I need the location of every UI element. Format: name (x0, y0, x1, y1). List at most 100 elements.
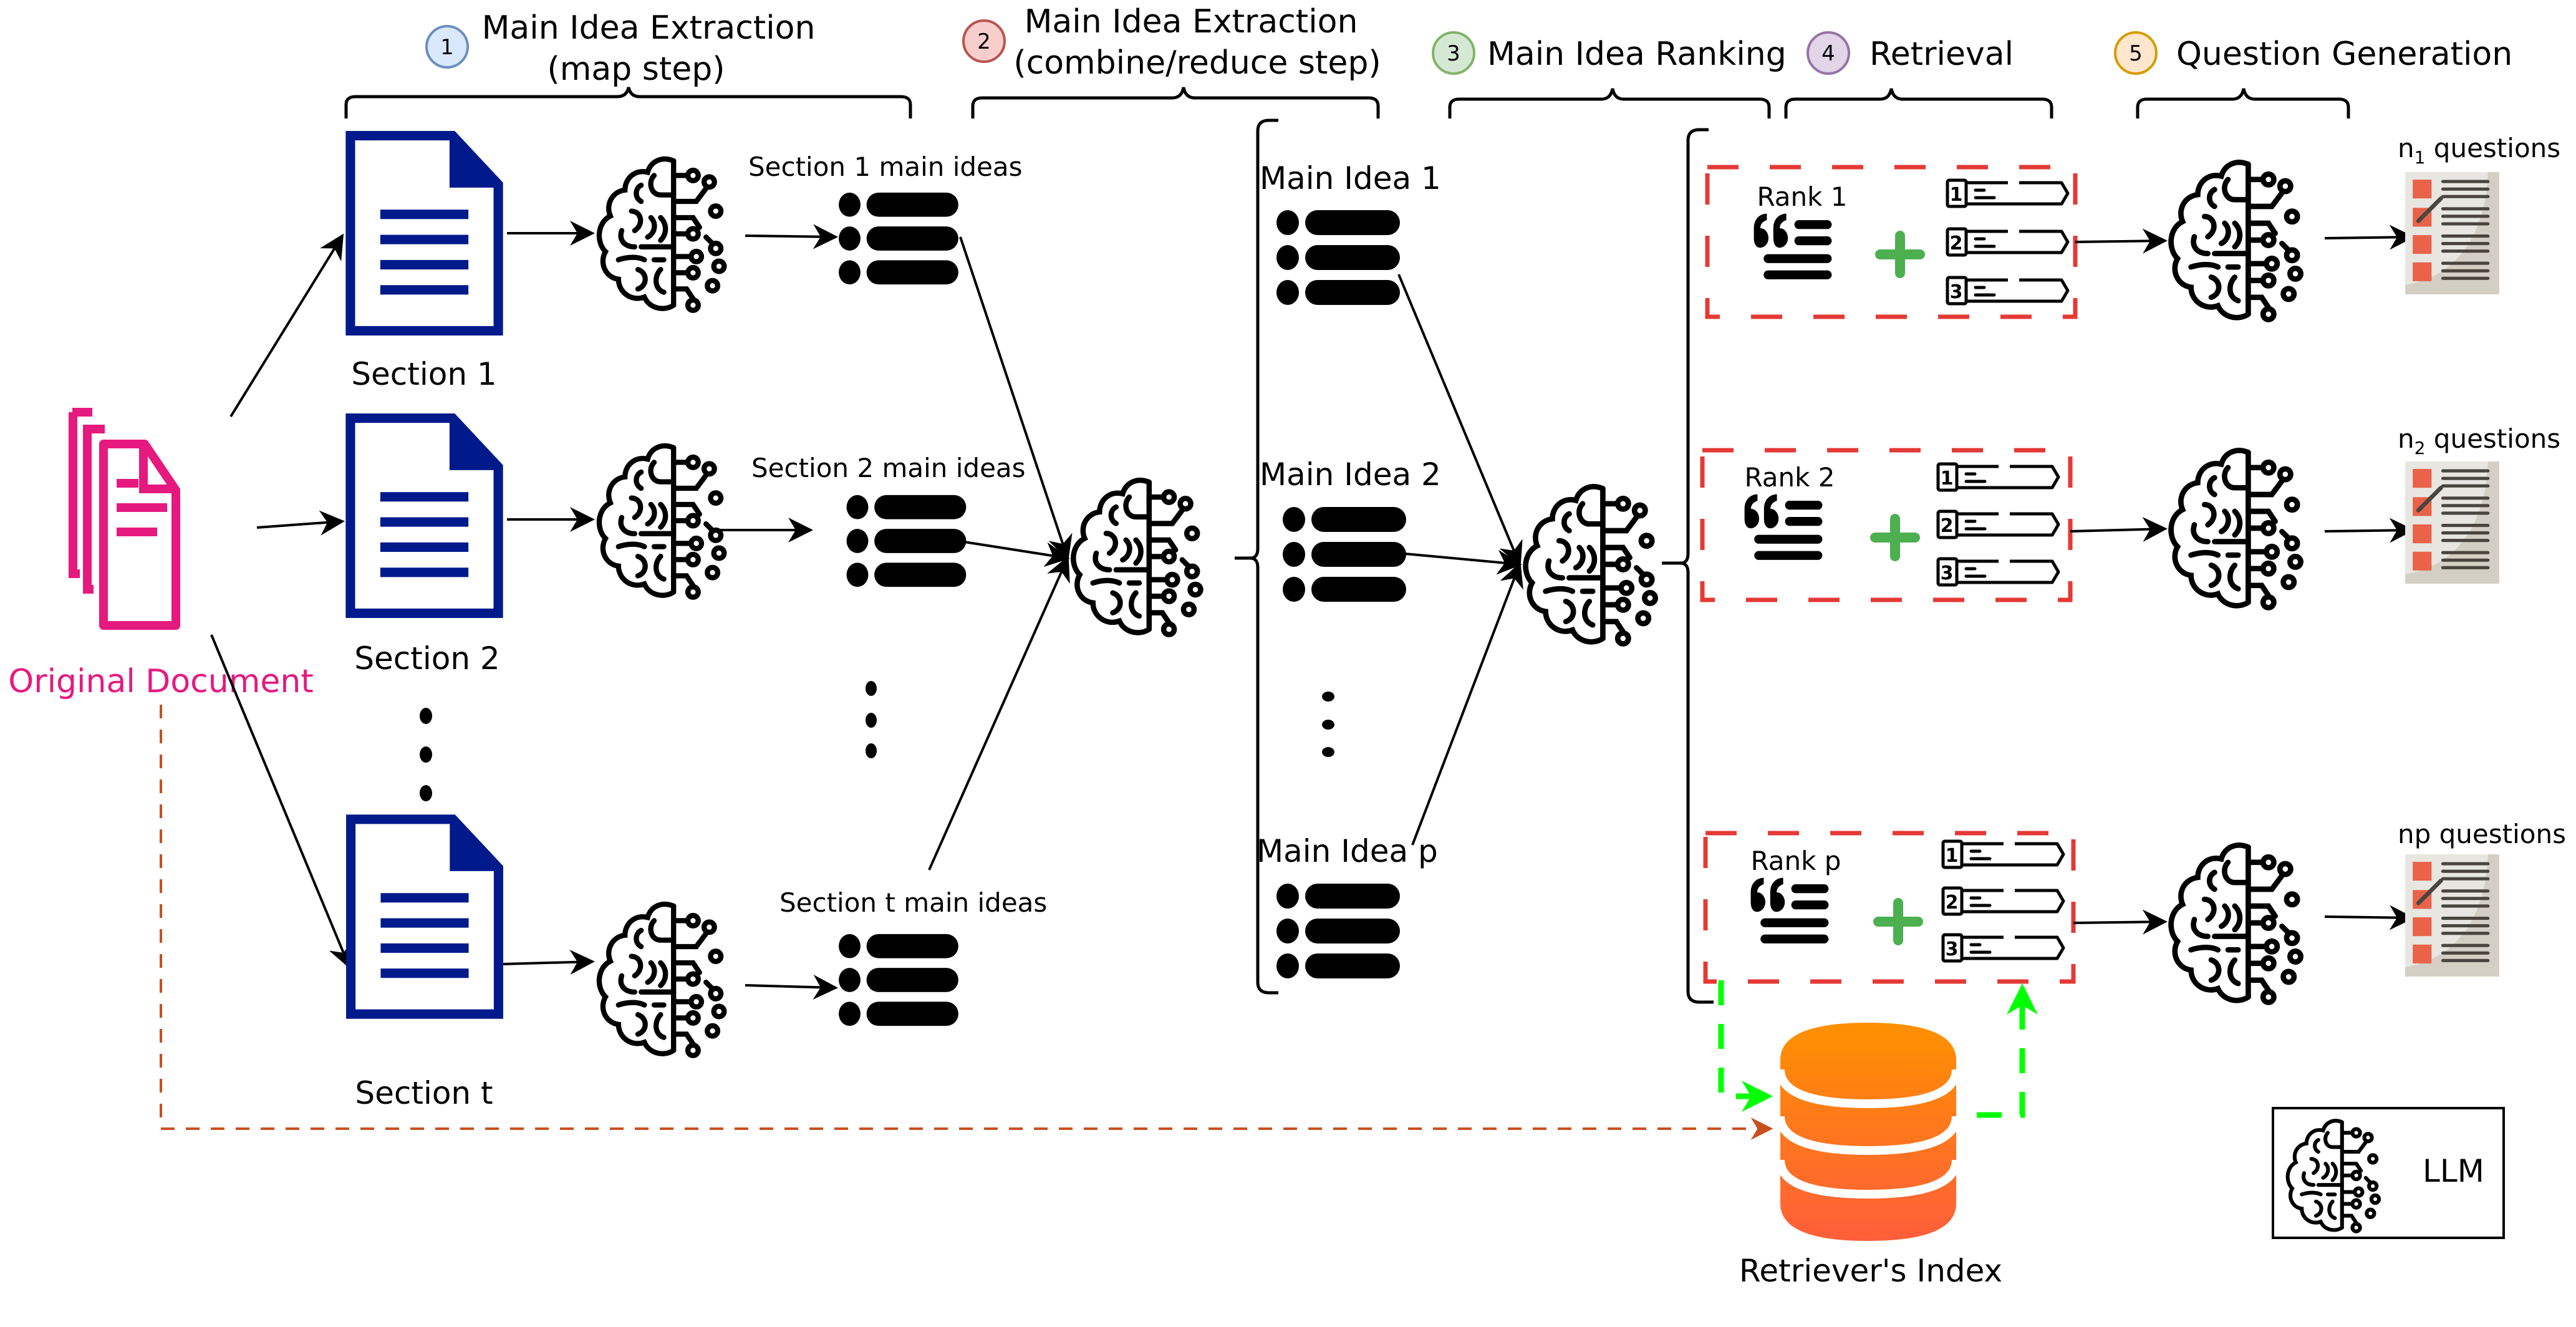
main-idea-label: Main Idea 2 (1260, 456, 1441, 493)
step-badge-5 (2114, 31, 2158, 75)
questions-label: n2 questions (2398, 423, 2560, 458)
retriever-index: Retriever's Index (1739, 1023, 2002, 1289)
main-ideas-ellipsis (1322, 692, 1334, 757)
retrieved-item-1 (1947, 180, 2068, 206)
rank-label: Rank p (1751, 846, 1841, 876)
section-2: Section 2 (350, 418, 500, 677)
edge-rank-2-to-llm (2070, 516, 2168, 542)
questions-subscript: 1 (2414, 147, 2426, 168)
quote-icon (1750, 877, 1829, 943)
step-brace (2136, 88, 2350, 118)
retrieved-item-2 (1938, 511, 2058, 538)
bullet-list-icon (1276, 210, 1400, 305)
edge-doc-to-section-t (210, 634, 352, 969)
section-t-main-ideas: Section t main ideas (779, 887, 1047, 1026)
step-badge-4 (1807, 31, 1850, 75)
llm-brain-icon (599, 904, 724, 1056)
documents-stack-icon (69, 408, 180, 630)
legend-box (2272, 1107, 2505, 1239)
ranks-brace (1662, 128, 1714, 1004)
legend-label: LLM (2423, 1153, 2484, 1189)
edge-llm-to-questions-p (2324, 905, 2414, 930)
section-1-main-ideas: Section 1 main ideas (748, 152, 1023, 285)
edge-document-to-index (160, 705, 1773, 1140)
section-2-main-ideas: Section 2 main ideas (751, 453, 1026, 587)
main-idea-2: Main Idea 2 (1260, 456, 1441, 602)
step-title: Retrieval (1869, 36, 2014, 73)
rank-box-border (1703, 831, 2076, 984)
edge-llm-to-questions-1 (2324, 224, 2414, 250)
questions-text: questions (2431, 819, 2566, 849)
bullet-list-icon (839, 192, 958, 285)
item-number: 1 (1946, 845, 1959, 867)
edge-main-idea-p-to-ranking (1411, 562, 1523, 846)
bullet-list-icon (1283, 507, 1406, 602)
section-label: Section 2 (354, 640, 499, 677)
section-document-icon (350, 136, 498, 331)
edge-index-to-retrieved (1977, 983, 2038, 1118)
step-header-1: 1 Main Idea Extraction (map step) (344, 9, 912, 118)
questions-label: n1 questions (2398, 133, 2560, 168)
item-number: 2 (1946, 892, 1959, 914)
step-title: Question Generation (2176, 36, 2512, 73)
edge-section-t-to-llm (503, 950, 595, 975)
step-title: Main Idea Extraction (1025, 3, 1358, 41)
step-title: Main Idea Extraction (482, 9, 816, 47)
section-ideas-label: Section 1 main ideas (748, 152, 1023, 182)
questions-p: np questions (2398, 819, 2566, 977)
item-number: 2 (1950, 233, 1963, 254)
retriever-index-label: Retriever's Index (1739, 1253, 2002, 1289)
step-title: Main Idea Ranking (1487, 36, 1787, 73)
step-header-4: 4 Retrieval (1784, 31, 2053, 118)
questions-2: n2 questions (2398, 423, 2560, 584)
step-brace (344, 87, 912, 118)
step-brace (1784, 88, 2053, 118)
llm-brain-icon (599, 446, 724, 597)
step-number: 4 (1821, 41, 1835, 66)
step-badge-3 (1432, 31, 1475, 75)
llm-brain-icon (599, 159, 724, 311)
rank-label: Rank 1 (1757, 181, 1847, 212)
item-number: 3 (1941, 562, 1954, 584)
retrieved-item-3 (1938, 559, 2058, 585)
bullet-list-icon (1276, 884, 1400, 978)
rank-label: Rank 2 (1744, 462, 1835, 493)
plus-icon (1875, 231, 1925, 278)
section-1: Section 1 (350, 136, 498, 392)
ideas-ellipsis (866, 681, 877, 758)
step-brace (971, 87, 1380, 118)
plus-icon (1870, 514, 1920, 561)
section-ideas-label: Section 2 main ideas (751, 453, 1026, 483)
section-document-icon (351, 819, 499, 1014)
step-subtitle: (combine/reduce step) (1013, 44, 1381, 82)
step-header-3: 3 Main Idea Ranking (1432, 31, 1787, 118)
edge-main-idea-2-to-ranking (1404, 549, 1522, 575)
section-label: Section 1 (351, 356, 496, 392)
section-ideas-label: Section t main ideas (779, 887, 1047, 918)
step-badge-2 (962, 19, 1006, 63)
rank-box-border (1700, 448, 2073, 602)
step-number: 1 (440, 35, 454, 60)
item-number: 1 (1941, 468, 1954, 490)
edge-doc-to-section-2 (256, 510, 345, 536)
retrieved-item-1 (1943, 841, 2063, 867)
rank-box-1: Rank 1 1 2 3 (1705, 165, 2078, 319)
qg-llm-brain-icon (2171, 162, 2301, 319)
plus-icon (1873, 898, 1923, 945)
retrieved-item-1 (1938, 464, 2058, 490)
original-document-label: Original Document (8, 663, 313, 700)
retrieved-item-2 (1943, 888, 2063, 914)
questions-text: questions (2425, 133, 2560, 163)
legend-llm: LLM (2272, 1107, 2505, 1239)
edge-query-to-index (1718, 980, 1773, 1112)
step-subtitle: (map step) (547, 51, 725, 88)
edge-llm-to-section-t-ideas (745, 975, 838, 1000)
step-number: 3 (1447, 41, 1460, 66)
questions-label: np questions (2398, 819, 2566, 849)
step-number: 2 (977, 29, 991, 54)
edge-rank-p-to-llm (2073, 909, 2168, 935)
questions-var: n (2398, 133, 2414, 163)
item-number: 3 (1950, 281, 1963, 303)
step-number: 5 (2129, 41, 2143, 66)
